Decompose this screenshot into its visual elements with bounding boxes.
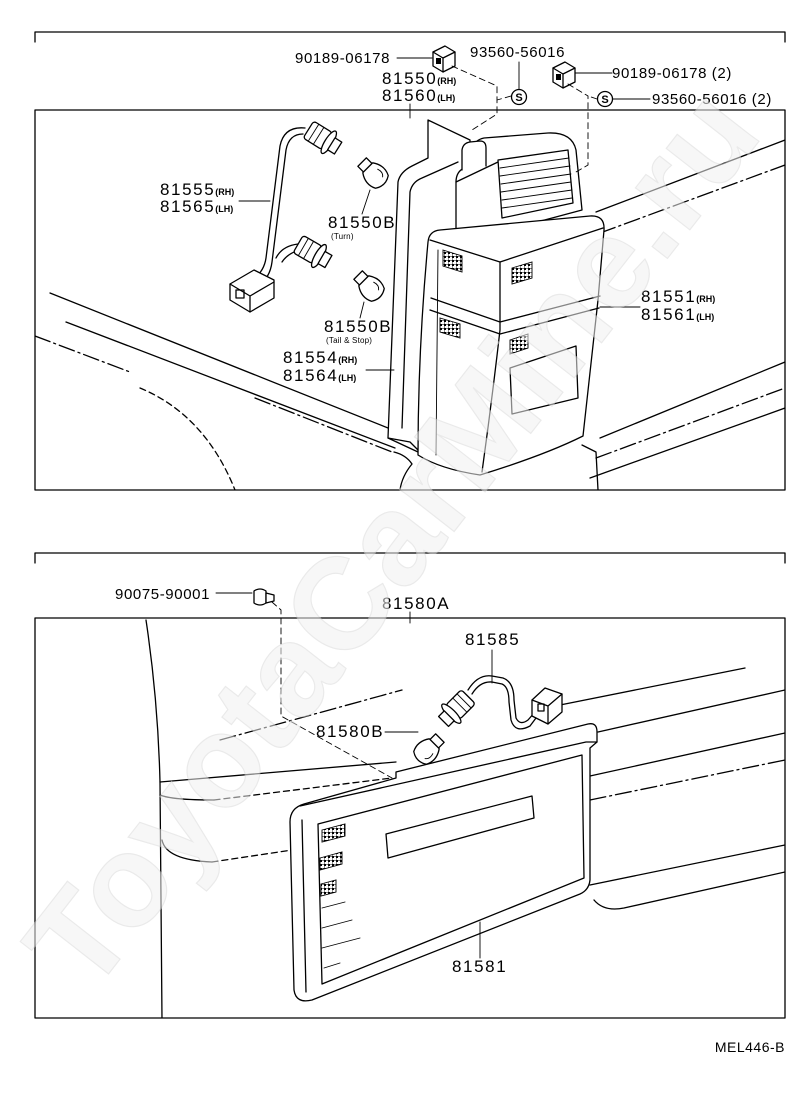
- screw-symbol-icon: S: [596, 90, 614, 108]
- part-number: 81564: [283, 366, 338, 385]
- label-clip-pair: 90189-06178 (2): [612, 65, 732, 82]
- bottom-section-bracket: [34, 552, 786, 564]
- label-lamp-assy-lh: 81560(LH): [382, 86, 455, 105]
- label-lamp-assy-rh: 81550(RH): [382, 69, 456, 88]
- connector-bottom: [531, 687, 563, 725]
- label-screw-pair: 93560-56016 (2): [652, 91, 772, 108]
- bottom-bulb: [413, 733, 445, 765]
- lamp-upper-box-drawing: [455, 132, 583, 233]
- bulb-tail-stop: [353, 270, 385, 302]
- bottom-leader-lines: [215, 592, 493, 959]
- side-tag: (RH): [215, 187, 234, 197]
- label-bottom-lens: 81581: [452, 957, 507, 976]
- label-housing-lh: 81564(LH): [283, 366, 356, 385]
- part-number: 81551: [641, 287, 696, 306]
- side-tag: (LH): [338, 373, 356, 383]
- part-number: 81565: [160, 197, 215, 216]
- clip-left-drawing: [432, 45, 456, 73]
- top-panel: S S 90189-06178 93560-56016 90189-06178: [34, 31, 786, 491]
- side-tag: (LH): [215, 204, 233, 214]
- diagram-code: MEL446-B: [715, 1039, 785, 1055]
- label-bulb-turn: 81550B: [328, 213, 396, 232]
- label-bulb-turn-note: (Turn): [331, 232, 354, 241]
- clip-right-drawing: [552, 61, 576, 89]
- bottom-socket: [437, 690, 475, 728]
- screw-symbol-icon: S: [510, 88, 528, 106]
- top-leader-lines: [238, 57, 651, 371]
- label-bottom-lamp-assy: 81580A: [382, 594, 450, 613]
- lamp-lens-drawing: [417, 215, 605, 476]
- label-bottom-socket-wire: 81585: [465, 630, 520, 649]
- part-number: 81561: [641, 305, 696, 324]
- part-number: 81550: [382, 69, 437, 88]
- side-tag: (RH): [437, 76, 456, 86]
- side-tag: (RH): [338, 355, 357, 365]
- bottom-socket-wire-drawing: [413, 675, 563, 765]
- screw-symbol-left: S: [515, 92, 522, 104]
- label-bottom-screw: 90075-90001: [115, 586, 210, 603]
- label-bottom-bulb: 81580B: [316, 722, 384, 741]
- connector-top: [229, 269, 275, 313]
- top-vehicle-body-outline: [35, 139, 785, 490]
- part-number: 81555: [160, 180, 215, 199]
- label-socket-wire-rh: 81555(RH): [160, 180, 234, 199]
- screw-symbol-right: S: [601, 94, 608, 106]
- bottom-vehicle-body-outline: [145, 619, 785, 1018]
- bottom-screw-drawing: [253, 588, 275, 606]
- side-tag: (LH): [696, 312, 714, 322]
- bottom-panel: 90075-90001 81580A 81585 81580B 81581: [34, 552, 786, 1019]
- side-tag: (LH): [437, 93, 455, 103]
- socket-upper: [303, 121, 343, 155]
- label-lens-rh: 81551(RH): [641, 287, 715, 306]
- label-lens-lh: 81561(LH): [641, 305, 714, 324]
- side-tag: (RH): [696, 294, 715, 304]
- part-number: 81554: [283, 348, 338, 367]
- label-screw: 93560-56016: [470, 44, 565, 61]
- label-clip: 90189-06178: [295, 50, 390, 67]
- bulb-turn: [357, 157, 389, 189]
- part-number: 81560: [382, 86, 437, 105]
- top-section-bracket: [34, 31, 786, 43]
- label-socket-wire-lh: 81565(LH): [160, 197, 233, 216]
- socket-wire-drawing: [229, 121, 389, 313]
- license-lamp-drawing: [289, 723, 598, 1002]
- label-housing-rh: 81554(RH): [283, 348, 357, 367]
- label-bulb-tail-stop-note: (Tail & Stop): [326, 336, 372, 345]
- label-bulb-tail-stop: 81550B: [324, 317, 392, 336]
- socket-lower: [293, 235, 333, 269]
